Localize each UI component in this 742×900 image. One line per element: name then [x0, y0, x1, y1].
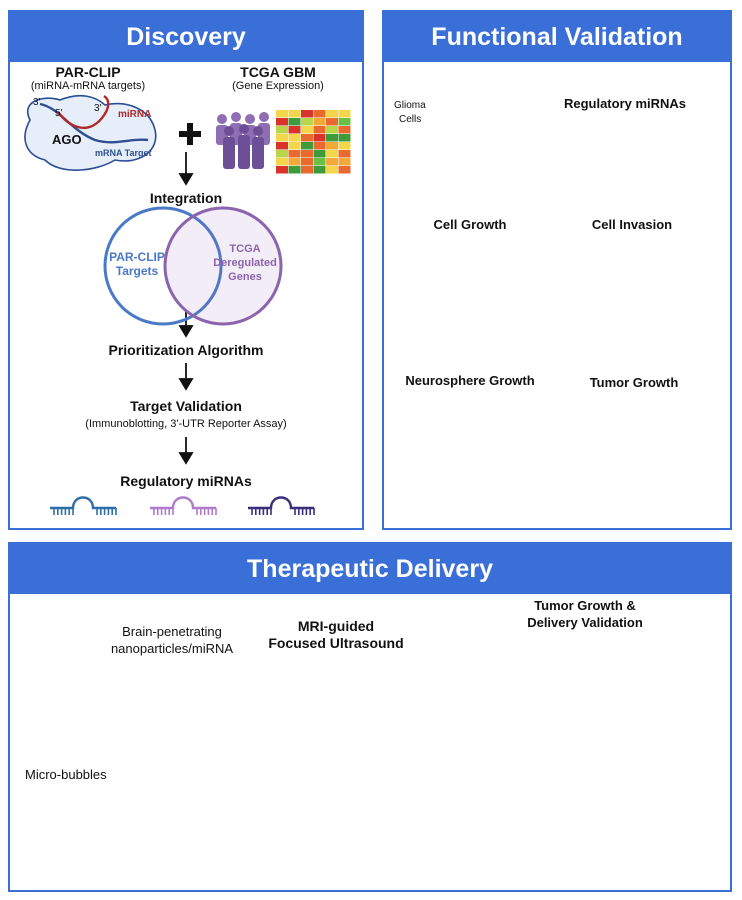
mirna-label: miRNA — [118, 109, 152, 120]
tcga-subtitle: (Gene Expression) — [232, 80, 324, 92]
validation-label-2: Delivery Validation — [527, 615, 643, 630]
parclip-subtitle: (miRNA-mRNA targets) — [30, 80, 146, 92]
mri-label-1: MRI-guided — [297, 618, 375, 634]
microbubbles-label: Micro-bubbles — [25, 767, 107, 782]
integration-label: Integration — [149, 190, 223, 206]
mrna-target-label: mRNA Target — [95, 148, 152, 158]
discovery-title: Discovery — [10, 12, 362, 62]
venn-left-label-1: PAR-CLIP — [109, 250, 165, 264]
three-prime-label-a: 3' — [33, 97, 41, 108]
neurosphere-growth-label: Neurosphere Growth — [405, 373, 535, 388]
therapeutic-panel: Therapeutic Delivery — [8, 542, 732, 892]
mri-label-2: Focused Ultrasound — [268, 635, 404, 651]
tumor-growth-label: Tumor Growth — [589, 375, 679, 390]
nanoparticle-label-2: nanoparticles/miRNA — [110, 641, 234, 656]
venn-right-label-3: Genes — [228, 271, 262, 283]
venn-left-label-2: Targets — [115, 264, 159, 278]
three-prime-label-b: 3' — [94, 103, 102, 114]
cell-invasion-label: Cell Invasion — [591, 217, 673, 232]
venn-right-label-1: TCGA — [229, 243, 261, 255]
cell-growth-label: Cell Growth — [433, 217, 507, 232]
parclip-title: PAR-CLIP — [55, 64, 121, 80]
venn-right-label-2: Deregulated — [213, 257, 277, 269]
tcga-title: TCGA GBM — [240, 64, 316, 80]
validation-label-1: Tumor Growth & — [534, 598, 636, 613]
functional-title: Functional Validation — [384, 12, 730, 62]
target-validation-sub: (Immunoblotting, 3'-UTR Reporter Assay) — [85, 418, 287, 430]
glioma-label-1: Glioma — [394, 100, 426, 111]
ago-label: AGO — [52, 132, 82, 147]
prioritization-label: Prioritization Algorithm — [108, 342, 264, 358]
discovery-regulatory-mirnas: Regulatory miRNAs — [120, 473, 252, 489]
nanoparticle-label-1: Brain-penetrating — [122, 624, 222, 639]
glioma-label-2: Cells — [399, 114, 422, 125]
functional-regulatory-mirnas: Regulatory miRNAs — [563, 96, 687, 111]
functional-panel: Functional Validation — [382, 10, 732, 530]
target-validation-label: Target Validation — [130, 398, 242, 414]
five-prime-label: 5' — [55, 108, 63, 119]
therapeutic-title: Therapeutic Delivery — [10, 544, 730, 594]
